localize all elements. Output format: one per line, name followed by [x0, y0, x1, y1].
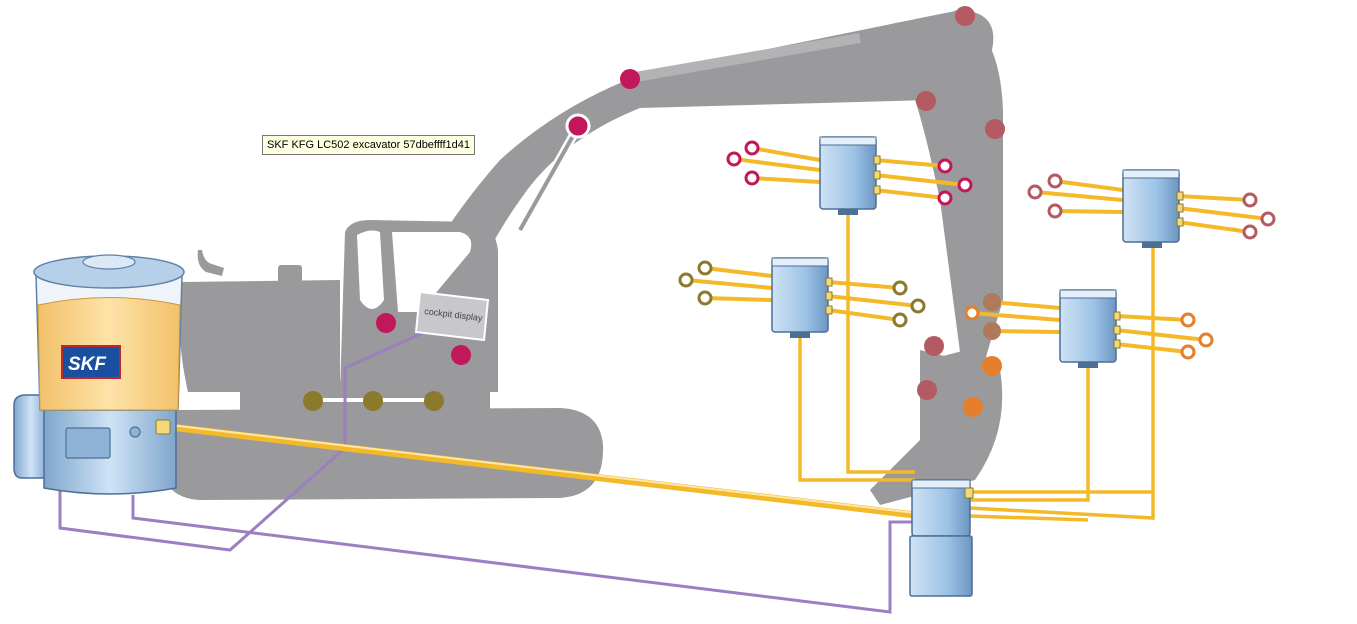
grease-lines [169, 146, 1269, 522]
control-lines [58, 330, 912, 614]
lube-point-icon [363, 391, 383, 411]
excavator-linkage [928, 345, 990, 395]
excavator-silhouette [160, 10, 1003, 505]
lube-point-icon [983, 293, 1001, 311]
lube-point-icon [451, 345, 471, 365]
master-distributor-icon [909, 479, 973, 597]
lube-point-icon [916, 91, 936, 111]
lube-point-icon [303, 391, 323, 411]
boom-cylinder [516, 124, 582, 233]
skf-logo [61, 345, 121, 379]
lube-point-icon [982, 356, 1002, 376]
lube-point-icon [985, 119, 1005, 139]
lube-point-icon [376, 313, 396, 333]
arm-cylinder [629, 33, 861, 83]
distributor-block-icon [1059, 289, 1117, 368]
lube-point-icon [955, 6, 975, 26]
lube-points-machine [303, 6, 1005, 417]
distributor-blocks [771, 136, 1184, 597]
lube-point-icon [963, 397, 983, 417]
cab-windows [357, 230, 472, 312]
tooltip: SKF KFG LC502 excavator 57dbeffff1d41 [262, 135, 476, 155]
excavator-intake [278, 265, 302, 287]
lube-point-icon [424, 391, 444, 411]
lube-point-icon [565, 113, 591, 139]
excavator-exhaust [197, 250, 224, 276]
distributor-block-icon [819, 136, 877, 215]
skf-logo-text: SKF [68, 354, 107, 375]
excavator-body [179, 280, 340, 392]
distributor-block-icon [1122, 169, 1180, 248]
pump-icon: SKF [13, 254, 185, 495]
distributor-block-icon [771, 257, 829, 338]
excavator-boom [360, 10, 994, 390]
cockpit-display-icon: cockpit display [414, 290, 490, 342]
lube-point-icon [917, 380, 937, 400]
lube-point-icon [620, 69, 640, 89]
lube-point-icon [924, 336, 944, 356]
lube-point-icon [983, 322, 1001, 340]
outlet-rings [678, 140, 1276, 360]
